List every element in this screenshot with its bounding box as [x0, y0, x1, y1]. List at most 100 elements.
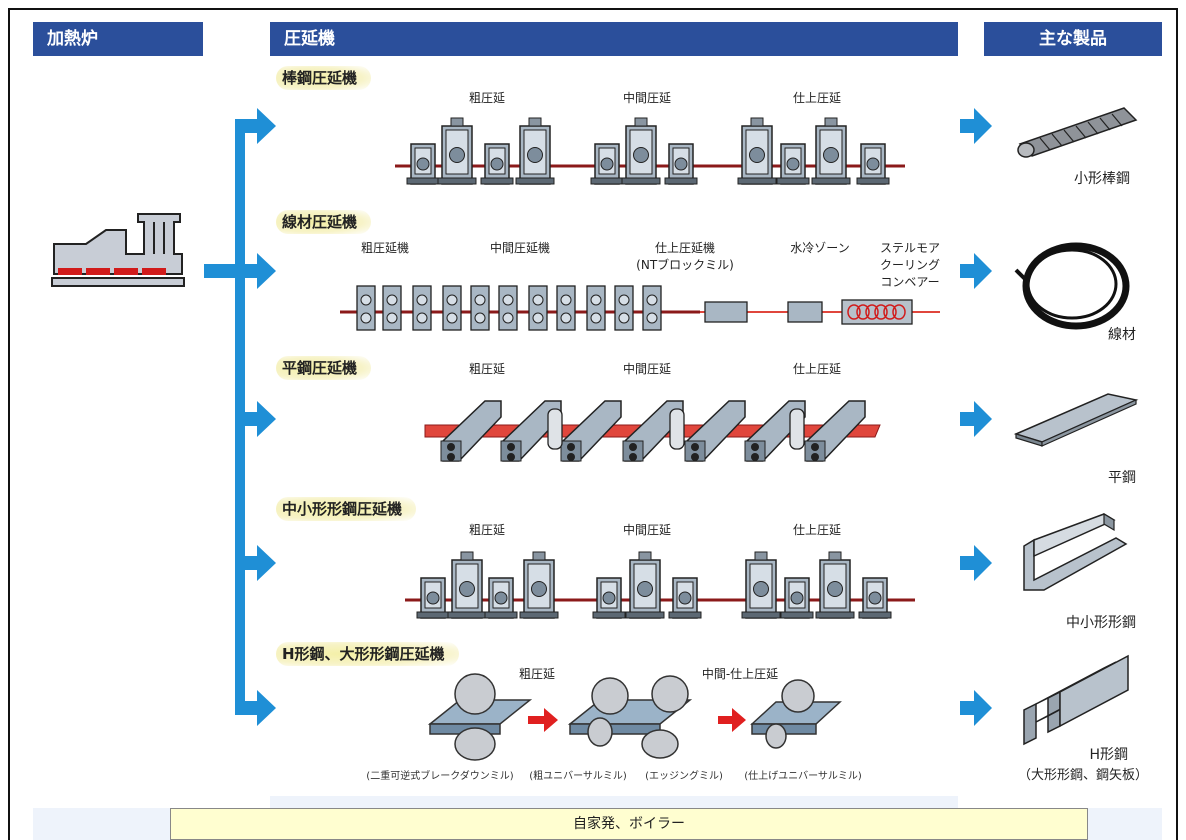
product-name: H形鋼 [1089, 747, 1128, 763]
furnace-panel [33, 56, 203, 808]
mill-stand-icon [406, 143, 440, 185]
mill-stand-icon [592, 577, 626, 619]
header-mill: 圧延機 [270, 22, 958, 56]
arrow-to-h-mill [235, 690, 276, 726]
stage-label: 粗圧延 [468, 362, 506, 376]
mill-stand-icon [515, 117, 555, 185]
mill-stand-icon [780, 577, 814, 619]
mill-stand-icon [614, 285, 634, 331]
mill-stand-icon [500, 400, 562, 462]
mill-stand-icon [621, 117, 661, 185]
section-title-section-mill: 中小形形鋼圧延機 [276, 497, 417, 521]
arrow-to-product-4 [960, 545, 992, 581]
stelmor-conveyor [841, 299, 913, 325]
wire-mill-stands [340, 285, 940, 331]
mill-stand-icon [804, 400, 866, 462]
section-title-bar-mill: 棒鋼圧延機 [276, 66, 372, 90]
arrow-to-wire-mill [235, 253, 276, 289]
finishing-mill-icon [750, 679, 842, 749]
furnace-icon [51, 213, 185, 287]
flat-mill-stands [424, 400, 881, 462]
footer-banner: 自家発、ボイラー [170, 808, 1088, 840]
mill-stand-icon [856, 143, 890, 185]
mill-stand-icon [447, 551, 487, 619]
mill-stand-icon [528, 285, 548, 331]
red-arrow [528, 708, 558, 732]
stage-label: 仕上圧延 [792, 362, 842, 376]
angle-steel-icon [1023, 512, 1128, 591]
mill-stand-icon [741, 551, 781, 619]
mill-stand-icon [560, 400, 622, 462]
section-title-flat-mill: 平鋼圧延機 [276, 356, 372, 380]
mill-stand-icon [858, 577, 892, 619]
arrow-to-product-2 [960, 253, 992, 289]
mill-caption: (エッジングミル) [645, 771, 723, 782]
stage-label: 仕上圧延機 (NTブロックミル) [636, 241, 734, 272]
mill-caption: (仕上げユニバーサルミル) [744, 771, 862, 782]
mill-stand-icon [811, 117, 851, 185]
arrow-to-flat-mill [235, 401, 276, 437]
mill-stand-icon [642, 285, 662, 331]
arrow-to-product-1 [960, 108, 992, 144]
mill-stand-icon [484, 577, 518, 619]
h-mill-stands [427, 673, 842, 761]
h-beam-icon [1023, 654, 1129, 746]
stage-label: 中間圧延 [622, 91, 672, 105]
universal-mill-icon [567, 675, 693, 759]
stage-label: 仕上圧延 [792, 91, 842, 105]
stage-label: 粗圧延 [468, 523, 506, 537]
mill-stand-icon [664, 143, 698, 185]
edger-roll-icon [547, 408, 563, 450]
bar-mill-stands [395, 117, 905, 185]
section-title-wire-mill: 線材圧延機 [276, 210, 372, 234]
mill-stand-icon [416, 577, 450, 619]
product-name: 平鋼 [1108, 470, 1136, 486]
mill-stand-icon [498, 285, 518, 331]
mill-stand-icon [356, 285, 376, 331]
mill-stand-icon [590, 143, 624, 185]
mill-stand-icon [470, 285, 490, 331]
stage-label: ステルモア クーリング コンベアー [879, 241, 941, 289]
mill-stand-icon [625, 551, 665, 619]
water-cooling-zone [704, 301, 823, 323]
stage-label: 中間圧延機 [489, 241, 551, 255]
header-furnace: 加熱炉 [33, 22, 203, 56]
mill-stand-icon [815, 551, 855, 619]
stage-label: 水冷ゾーン [790, 241, 850, 255]
header-products: 主な製品 [984, 22, 1162, 56]
mill-stand-icon [684, 400, 746, 462]
breakdown-mill-icon [427, 673, 533, 761]
product-name: 中小形形鋼 [1066, 615, 1136, 631]
mill-stand-icon [382, 285, 402, 331]
mill-stand-icon [437, 117, 477, 185]
mill-stand-icon [622, 400, 684, 462]
wire-coil-icon [1014, 242, 1130, 330]
mill-stand-icon [776, 143, 810, 185]
stage-label: 粗圧延 [468, 91, 506, 105]
product-subtitle: （大形形鋼、鋼矢板） [1017, 768, 1148, 783]
mill-stand-icon [519, 551, 559, 619]
section-mill-stands [405, 551, 915, 619]
mill-caption: (二重可逆式ブレークダウンミル) [366, 771, 514, 782]
product-name: 線材 [1108, 327, 1136, 343]
flat-bar-icon [1013, 393, 1139, 447]
mill-stand-icon [480, 143, 514, 185]
mill-stand-icon [737, 117, 777, 185]
arrow-to-section-mill [235, 545, 276, 581]
arrow-to-bar-mill [235, 108, 276, 144]
arrow-to-product-5 [960, 690, 992, 726]
mill-stand-icon [412, 285, 432, 331]
mill-stand-icon [440, 400, 502, 462]
stage-label: 中間圧延 [622, 362, 672, 376]
stage-label: 粗圧延機 [360, 241, 410, 255]
red-arrow [718, 708, 746, 732]
mill-stand-icon [556, 285, 576, 331]
mill-stand-icon [668, 577, 702, 619]
stage-label: 中間圧延 [622, 523, 672, 537]
arrow-to-product-3 [960, 401, 992, 437]
stage-label: 中間-仕上圧延 [701, 667, 779, 681]
section-title-h-mill: H形鋼、大形形鋼圧延機 [276, 642, 459, 666]
edger-roll-icon [669, 408, 685, 450]
product-name: 小形棒鋼 [1074, 171, 1130, 187]
